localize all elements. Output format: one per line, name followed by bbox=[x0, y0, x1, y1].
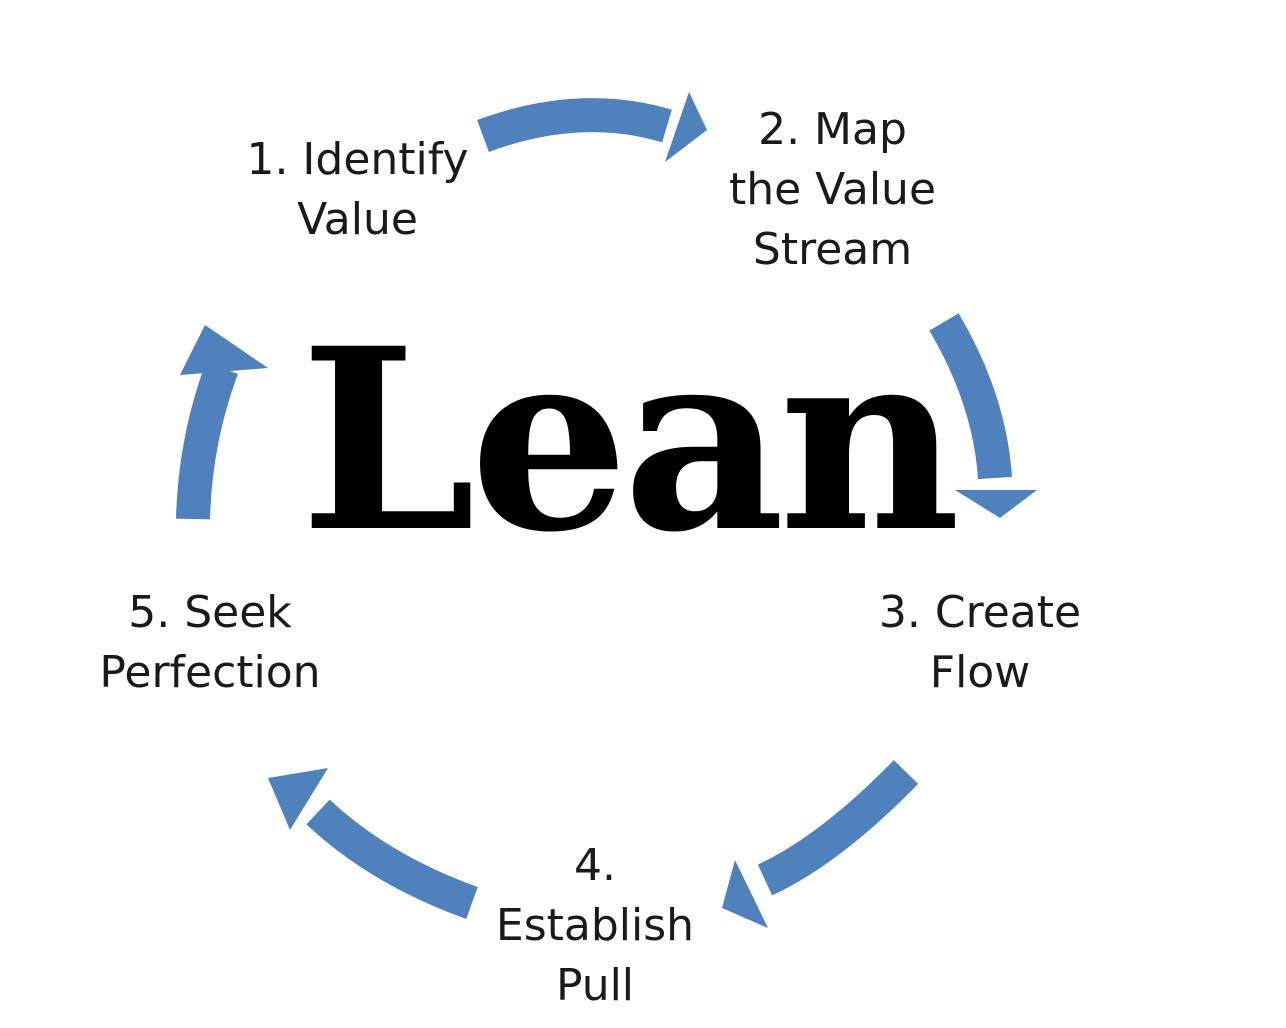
arrow-4-to-5 bbox=[268, 768, 478, 920]
arrow-2-to-3-head bbox=[955, 490, 1037, 518]
arrow-4-to-5-head bbox=[268, 768, 328, 830]
arrow-5-to-1-shaft bbox=[176, 362, 238, 520]
step-seek-perfection: 5. Seek Perfection bbox=[99, 587, 321, 698]
arrow-2-to-3 bbox=[929, 313, 1037, 518]
step-create-flow: 3. Create Flow bbox=[878, 587, 1082, 698]
arrow-2-to-3-shaft bbox=[929, 313, 1012, 480]
arrow-1-to-2 bbox=[477, 92, 707, 162]
arrow-4-to-5-shaft bbox=[306, 799, 478, 920]
step-map-value-stream: 2. Map the Value Stream bbox=[728, 104, 937, 275]
step-establish-pull: 4. Establish Pull bbox=[495, 840, 695, 1011]
arrow-3-to-4 bbox=[722, 760, 919, 928]
arrow-1-to-2-head bbox=[665, 92, 707, 162]
arrow-3-to-4-head bbox=[722, 860, 768, 928]
arrow-1-to-2-shaft bbox=[477, 98, 672, 152]
step-identify-value: 1. Identify Value bbox=[246, 134, 469, 245]
arrow-5-to-1 bbox=[176, 325, 268, 520]
arrow-5-to-1-head bbox=[180, 325, 268, 375]
arrow-3-to-4-shaft bbox=[757, 760, 919, 896]
lean-title: Lean bbox=[300, 293, 961, 587]
